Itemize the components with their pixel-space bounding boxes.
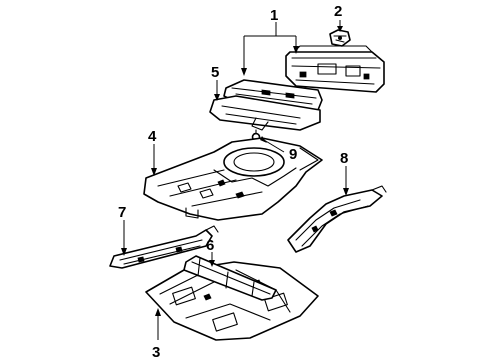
callout-2: 2 [334,3,342,20]
callout-8: 8 [340,150,348,167]
callout-7: 7 [118,204,126,221]
rear-floor-pan [143,137,323,221]
callout-4: 4 [148,128,157,145]
clip [329,29,351,47]
center-crossmember [183,255,277,301]
floor-side-sill [109,225,219,269]
rear-side-rail [287,185,387,253]
leader-lines [121,20,349,340]
rear-body-panel [285,45,385,93]
callout-1: 1 [270,7,278,24]
callout-6: 6 [206,237,214,254]
front-floor-pan [145,261,319,341]
rear-crossmember [209,79,323,131]
callout-3: 3 [152,344,160,360]
callout-9: 9 [289,146,297,163]
callout-5: 5 [211,64,219,81]
